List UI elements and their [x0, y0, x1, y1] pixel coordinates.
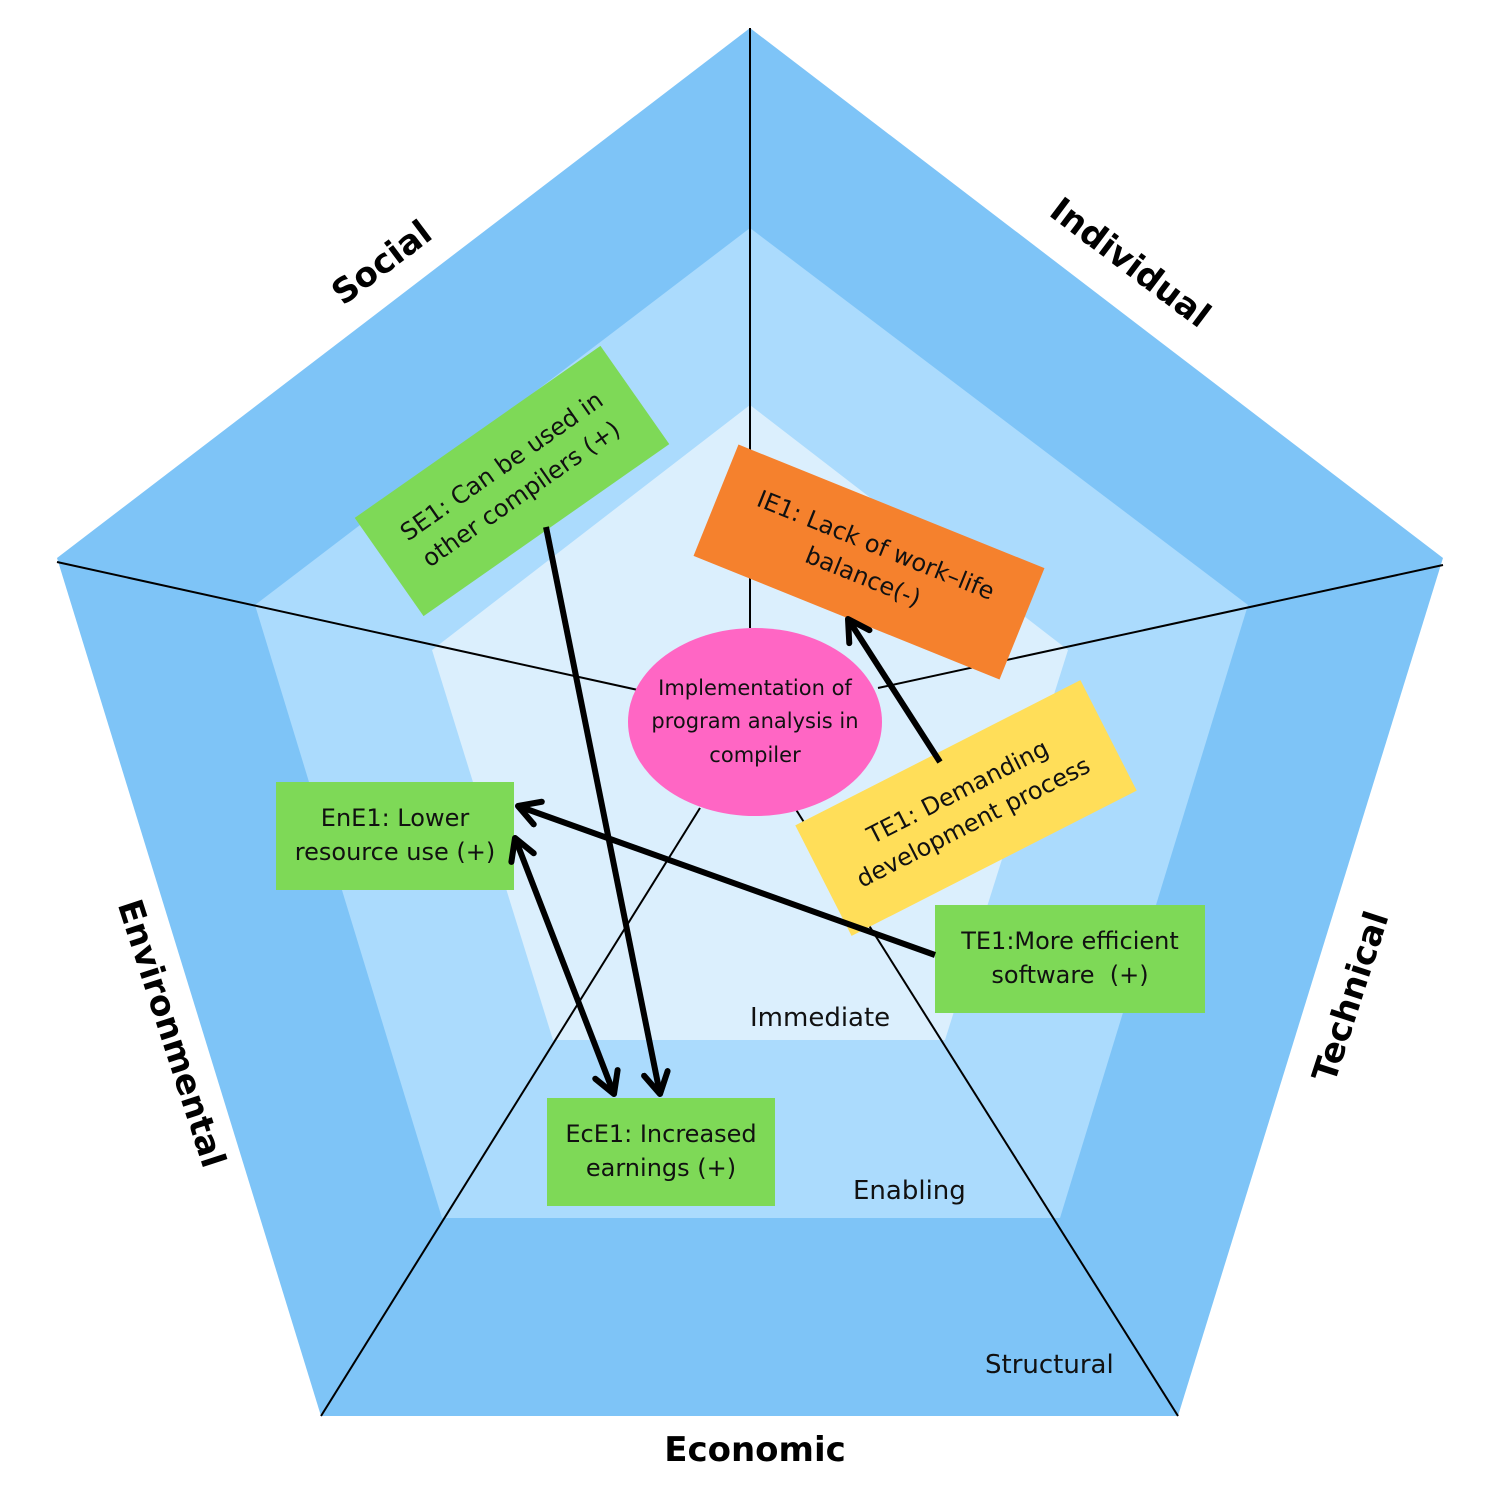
- arrow-te1b-to-ene1: [515, 798, 937, 958]
- arrow-ene1-to-ece1: [508, 835, 621, 1097]
- ring-label-immediate: Immediate: [750, 1003, 891, 1033]
- arrow-se1-to-ece1: [543, 526, 671, 1097]
- effect-te1b-label: TE1:More efficient software (+): [961, 927, 1187, 989]
- center-node-label: Implementation of program analysis in co…: [651, 675, 859, 767]
- spoke-bottom-left: [320, 807, 701, 1417]
- ring-label-enabling: Enabling: [853, 1176, 966, 1206]
- effect-te1b-shape[interactable]: [935, 905, 1205, 1013]
- effect-ie1-shape[interactable]: [693, 444, 1045, 680]
- effect-ece1-shape[interactable]: [547, 1098, 775, 1206]
- ring-label-structural: Structural: [985, 1350, 1114, 1380]
- dimension-label-economic: Economic: [664, 1430, 846, 1470]
- effect-te1a-shape[interactable]: [795, 680, 1137, 936]
- effect-ene1-label: EnE1: Lower resource use (+): [294, 804, 496, 866]
- effect-se1-shape[interactable]: [354, 345, 670, 617]
- arrow-te1a-to-ie1: [845, 616, 943, 764]
- center-node[interactable]: [628, 628, 882, 816]
- effect-ece1-label: EcE1: Increased earnings (+): [565, 1120, 757, 1182]
- spoke-left: [56, 561, 639, 691]
- effect-ene1-shape[interactable]: [276, 782, 514, 890]
